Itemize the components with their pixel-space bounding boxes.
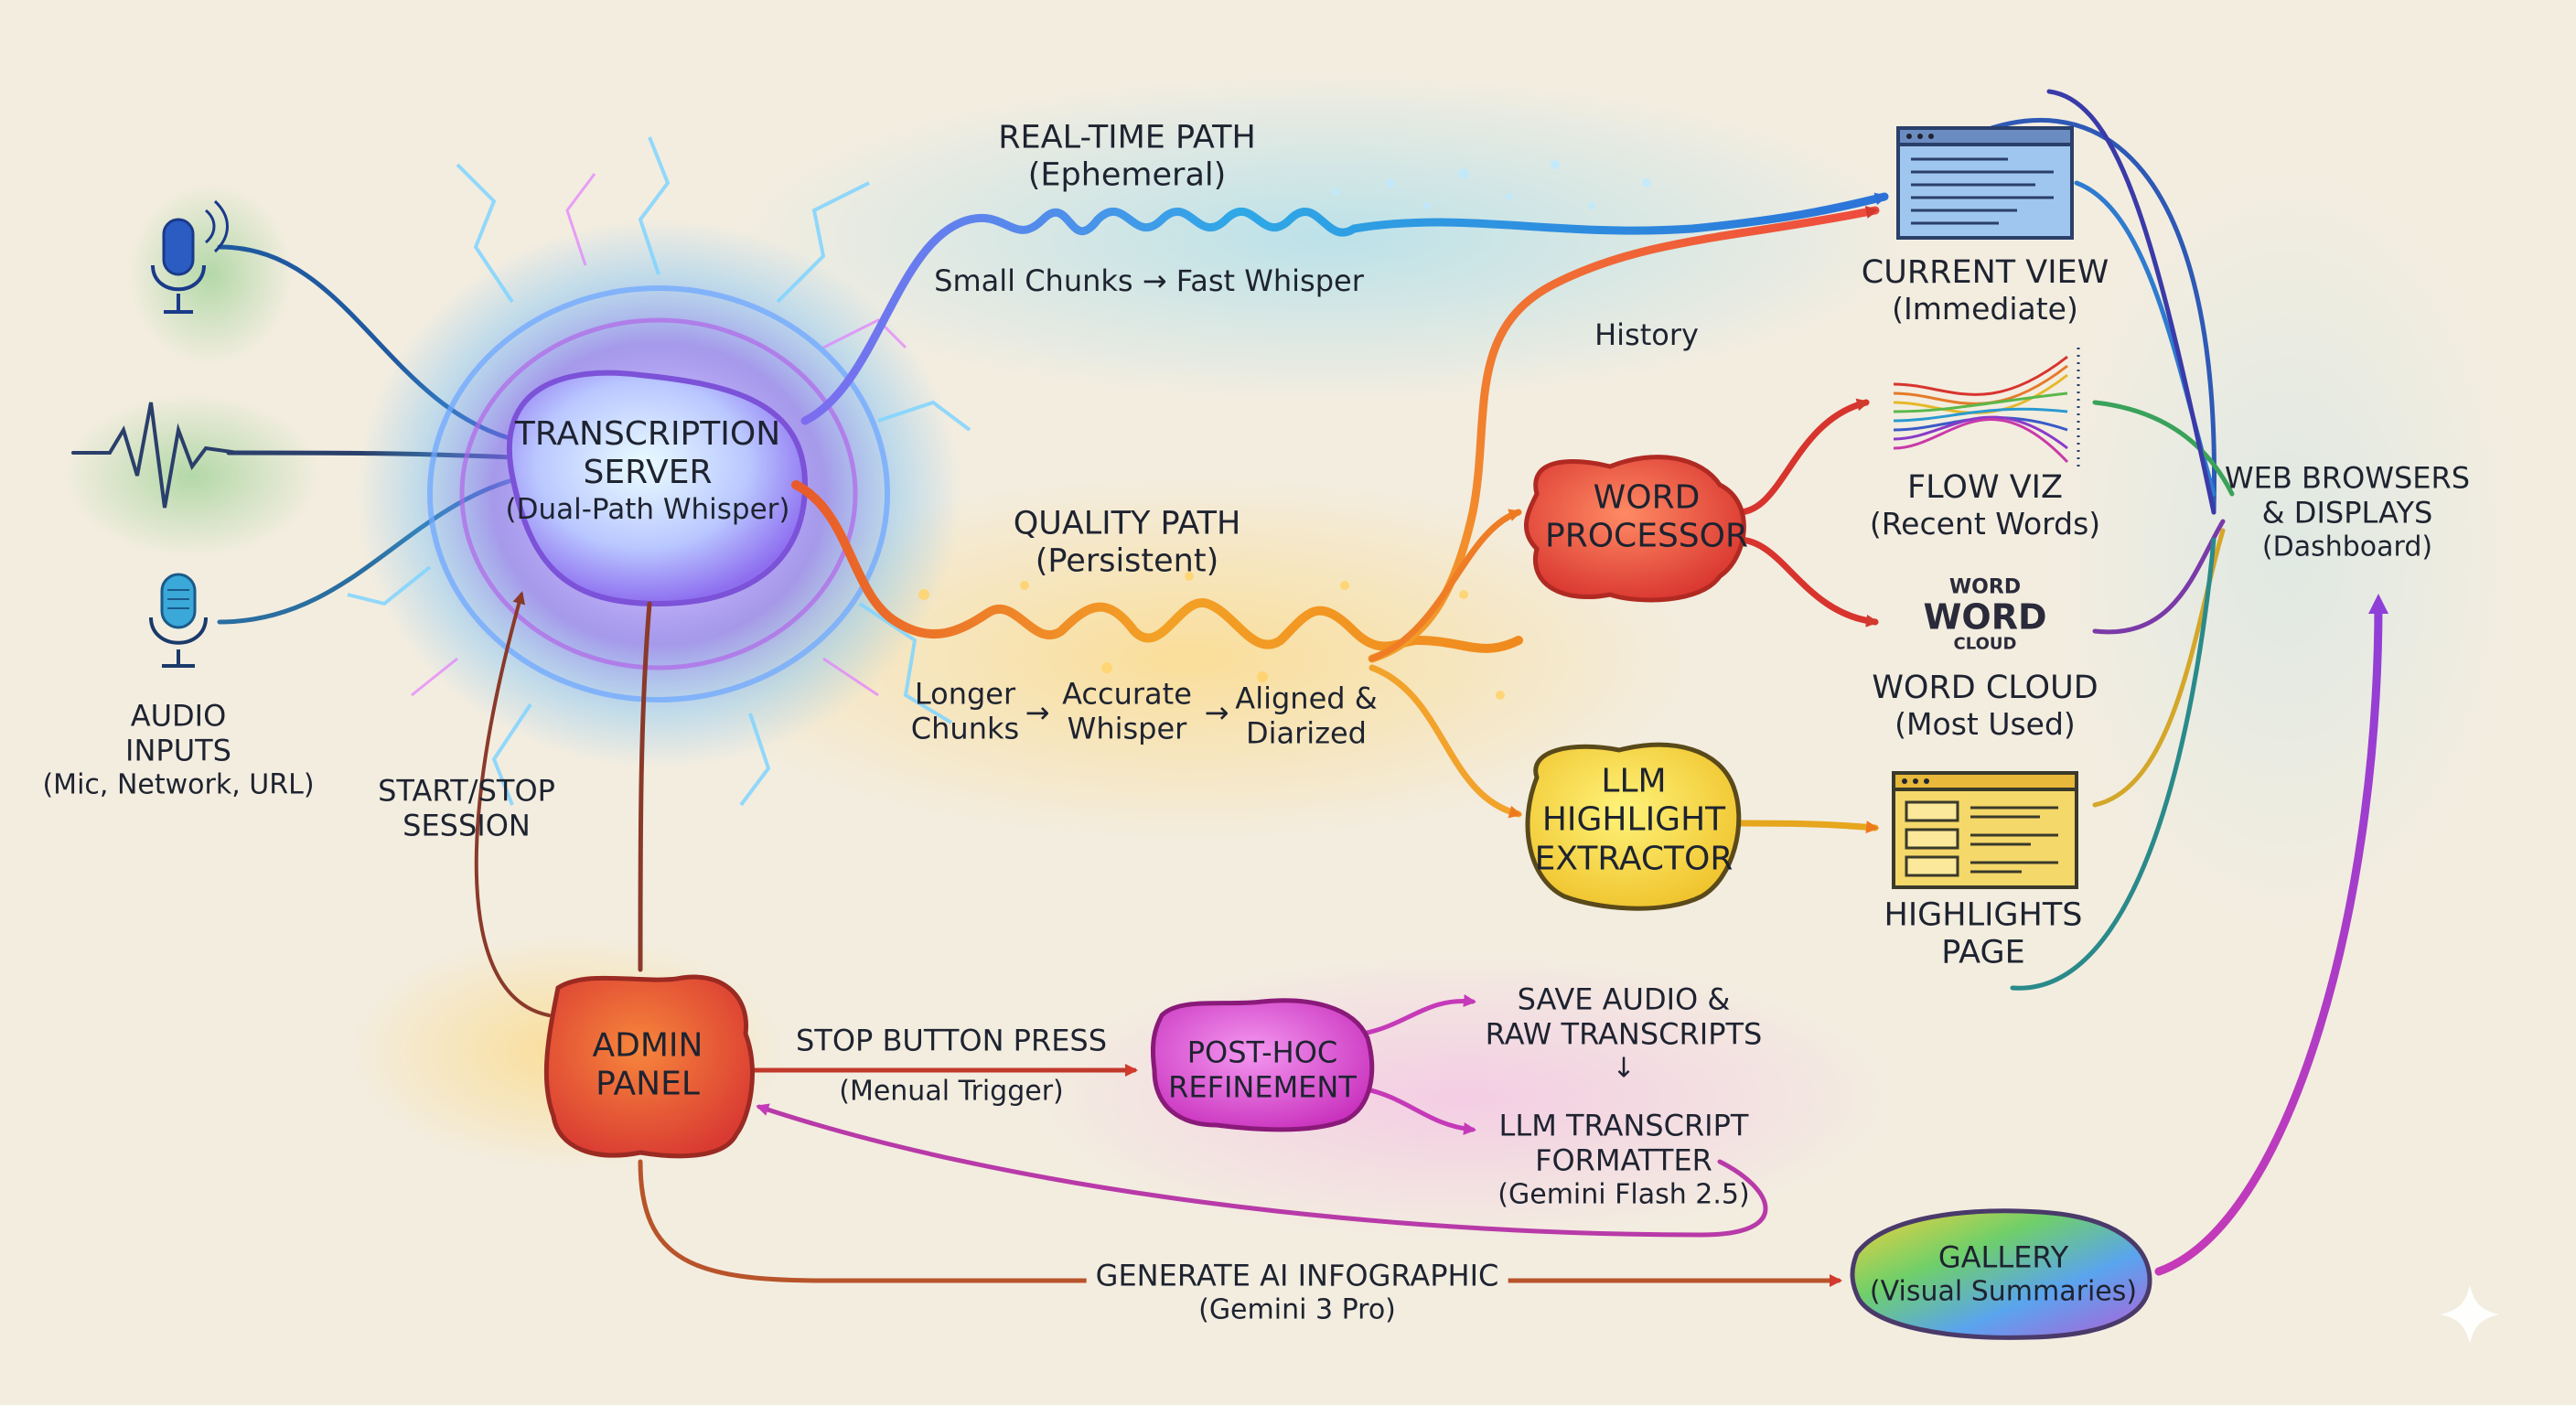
- sparkle-icon: [2441, 1285, 2499, 1344]
- realtime-path-title: REAL-TIME PATH (Ephemeral): [998, 119, 1256, 194]
- quality-step-longer-chunks: Longer Chunks: [910, 676, 1020, 745]
- post-hoc-blob: [1150, 998, 1375, 1132]
- word-cloud-icon-bottom: CLOUD: [1953, 634, 2017, 654]
- generate-infographic-label: GENERATE AI INFOGRAPHIC (Gemini 3 Pro): [1086, 1259, 1508, 1326]
- quality-path-title: QUALITY PATH (Persistent): [1013, 505, 1241, 580]
- audio-inputs-label: AUDIO INPUTS (Mic, Network, URL): [42, 698, 315, 801]
- podcast-mic-icon: [149, 573, 208, 668]
- post-hoc-label: POST-HOC REFINEMENT: [1168, 1035, 1357, 1104]
- word-cloud-icon-top: WORD: [1948, 575, 2022, 599]
- admin-panel-label: ADMIN PANEL: [592, 1026, 703, 1103]
- quality-branches: [1368, 509, 1522, 819]
- history-label: History: [1594, 317, 1699, 353]
- word-cloud-icon-main: WORD: [1923, 596, 2047, 638]
- flow-viz-icon: [1893, 348, 2080, 471]
- admin-panel-blob: [543, 974, 755, 1159]
- transcription-server-blob: [347, 136, 971, 807]
- stop-button-label: STOP BUTTON PRESS (Menual Trigger): [795, 1023, 1108, 1108]
- flow-viz-label: FLOW VIZ (Recent Words): [1869, 468, 2101, 542]
- word-processor-blob: [1523, 455, 1746, 603]
- realtime-flow-text: Small Chunks → Fast Whisper: [934, 263, 1364, 299]
- llm-to-highlights-line: [1725, 820, 1879, 834]
- waveform-icon: [71, 402, 240, 509]
- word-cloud-label: WORD CLOUD (Most Used): [1872, 669, 2098, 743]
- word-processor-label: WORD PROCESSOR: [1545, 478, 1748, 555]
- quality-step-accurate-whisper: Accurate Whisper: [1062, 676, 1192, 745]
- highlights-page-label: HIGHLIGHTS PAGE: [1884, 896, 2083, 971]
- quality-arrow-1: →: [1025, 695, 1050, 731]
- llm-formatter-label: LLM TRANSCRIPT FORMATTER (Gemini Flash 2…: [1497, 1108, 1750, 1211]
- web-browsers-label: WEB BROWSERS & DISPLAYS (Dashboard): [2224, 460, 2471, 563]
- microphone-icon: [151, 199, 229, 314]
- llm-highlight-blob: [1525, 742, 1742, 911]
- llm-highlight-label: LLM HIGHLIGHT EXTRACTOR: [1534, 762, 1733, 878]
- session-control-label: START/STOP SESSION: [378, 773, 555, 842]
- gallery-blob: [1850, 1208, 2152, 1340]
- quality-arrow-2: →: [1204, 695, 1229, 731]
- transcription-server-label: TRANSCRIPTION SERVER (Dual-Path Whisper): [505, 415, 790, 527]
- quality-path-line: [791, 480, 1523, 700]
- current-view-window-icon: [1896, 126, 2074, 240]
- highlights-page-icon: [1892, 771, 2078, 889]
- gallery-to-browsers-line: [2154, 594, 2388, 1276]
- realtime-path-line: [800, 160, 1889, 425]
- word-cloud-icon: WORD WORD CLOUD: [1923, 575, 2046, 653]
- gallery-label: GALLERY (Visual Summaries): [1869, 1239, 2138, 1308]
- word-processor-branches: [1734, 398, 1879, 627]
- admin-connectors: [474, 591, 1842, 1287]
- browser-connectors: [1946, 89, 2235, 991]
- save-audio-label: SAVE AUDIO & RAW TRANSCRIPTS ↓: [1485, 981, 1763, 1085]
- current-view-label: CURRENT VIEW (Immediate): [1861, 253, 2109, 327]
- quality-step-aligned-diarized: Aligned & Diarized: [1235, 681, 1378, 750]
